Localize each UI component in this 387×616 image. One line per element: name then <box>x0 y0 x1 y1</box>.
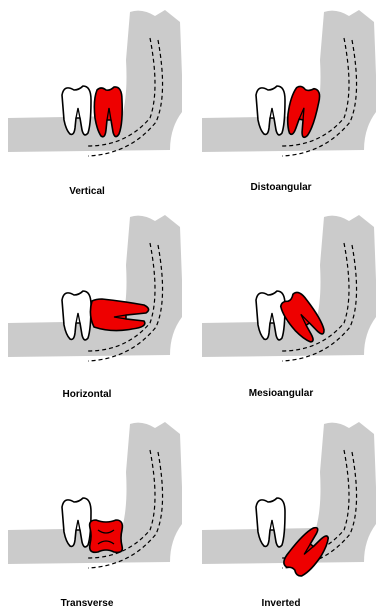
distoangular-diagram <box>196 0 386 200</box>
panel-label-vertical: Vertical <box>0 186 182 197</box>
transverse-diagram <box>2 412 192 612</box>
panel-label-transverse: Transverse <box>0 598 182 609</box>
impacted-tooth-transverse <box>90 520 123 552</box>
panel-label-distoangular: Distoangular <box>186 182 376 193</box>
jaw-bone <box>202 422 376 564</box>
panel-horizontal: Horizontal <box>2 205 192 405</box>
mesioangular-diagram <box>196 205 386 405</box>
horizontal-diagram <box>2 205 192 405</box>
jaw-bone <box>8 10 182 152</box>
vertical-diagram <box>2 0 192 200</box>
panel-distoangular: Distoangular <box>196 0 386 200</box>
panel-inverted: Inverted <box>196 412 386 612</box>
panel-label-inverted: Inverted <box>186 598 376 609</box>
jaw-bone <box>8 215 182 357</box>
panel-label-horizontal: Horizontal <box>0 389 182 400</box>
inverted-diagram <box>196 412 386 612</box>
panel-label-mesioangular: Mesioangular <box>186 388 376 399</box>
panel-transverse: Transverse <box>2 412 192 612</box>
panel-mesioangular: Mesioangular <box>196 205 386 405</box>
jaw-bone <box>202 215 376 357</box>
panel-vertical: Vertical <box>2 0 192 200</box>
